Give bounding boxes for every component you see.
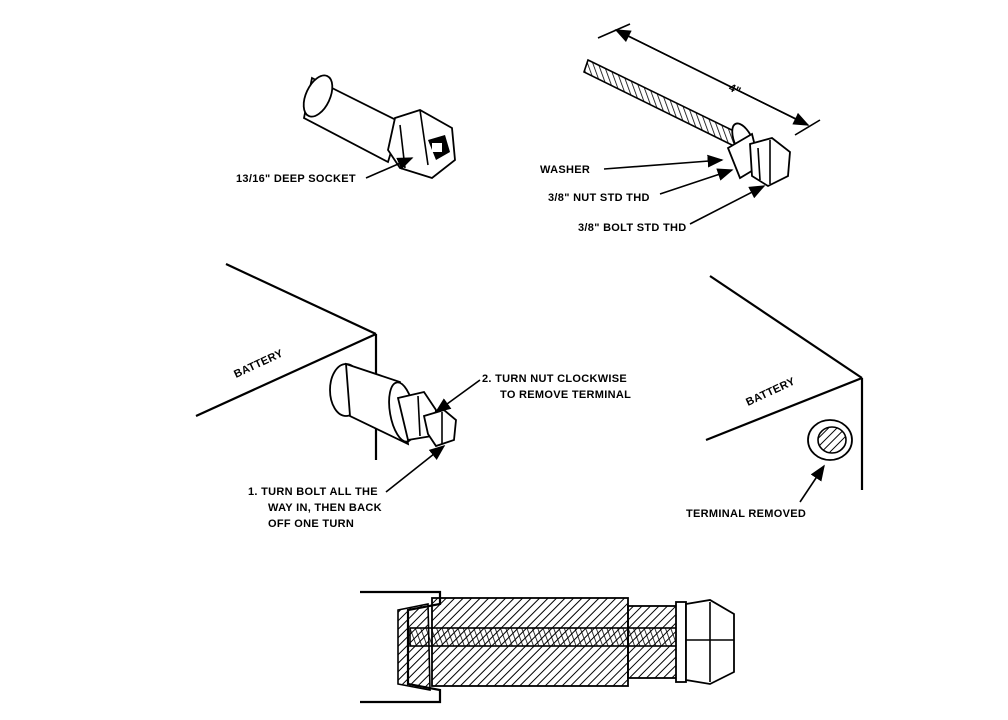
step2-leader-line — [434, 379, 481, 413]
battery-right-illustration — [705, 275, 864, 490]
step1-leader-line — [385, 445, 446, 493]
washer-label: WASHER — [540, 164, 590, 176]
bolt-assembly-illustration — [583, 58, 791, 188]
cross-section-illustration — [360, 590, 735, 704]
step1-line3: OFF ONE TURN — [268, 518, 354, 530]
dimension-label: 4" — [727, 82, 743, 98]
socket-leader-line — [365, 157, 414, 179]
step2-line1: 2. TURN NUT CLOCKWISE — [482, 373, 627, 385]
step1-line2: WAY IN, THEN BACK — [268, 502, 382, 514]
terminal-removed-label: TERMINAL REMOVED — [686, 508, 806, 520]
socket-label: 13/16" DEEP SOCKET — [236, 173, 356, 185]
step1-line1: 1. TURN BOLT ALL THE — [248, 486, 378, 498]
battery-left-label: BATTERY — [232, 347, 285, 380]
nut-label: 3/8" NUT STD THD — [548, 192, 650, 204]
bolt-label: 3/8" BOLT STD THD — [578, 222, 687, 234]
nut-leader-line — [659, 168, 734, 195]
battery-left-illustration — [195, 263, 457, 460]
battery-right-label: BATTERY — [744, 375, 797, 408]
step2-line2: TO REMOVE TERMINAL — [500, 389, 631, 401]
washer-leader-line — [603, 154, 724, 170]
bolt-leader-line — [689, 185, 766, 225]
dimension-line — [597, 23, 821, 136]
deep-socket-illustration — [302, 74, 456, 179]
terminal-leader-line — [799, 464, 825, 503]
